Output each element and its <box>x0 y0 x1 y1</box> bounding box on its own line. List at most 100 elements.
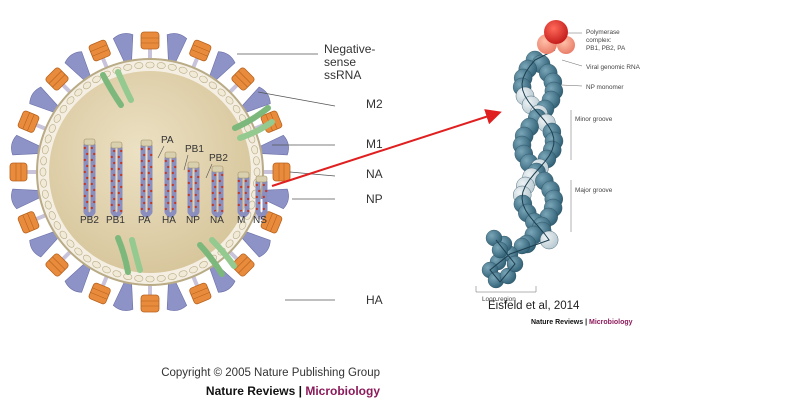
rna-dot <box>164 195 167 199</box>
polymerase-cap <box>237 171 250 179</box>
segment-label: PB2 <box>80 215 99 226</box>
rnp-helix-model <box>481 49 564 289</box>
journal-logo-left: Nature Reviews | Microbiology <box>206 384 380 398</box>
rna-dot <box>218 203 221 207</box>
m2-channel-bottom-left <box>115 235 143 275</box>
rna-dot <box>113 185 116 189</box>
rna-dot <box>120 161 123 165</box>
ha-head <box>140 31 160 50</box>
ha-stripe <box>48 260 62 274</box>
journal-name: Nature Reviews <box>205 384 296 398</box>
rna-dot <box>117 203 121 207</box>
rna-dot <box>247 197 250 201</box>
rna-dot <box>117 179 121 183</box>
rna-dot <box>120 185 123 189</box>
rna-dot <box>244 203 247 207</box>
envelope-lipid-beads <box>39 61 261 283</box>
rna-dot <box>262 207 265 211</box>
rna-dot <box>140 159 143 163</box>
lipid-bead <box>251 145 259 155</box>
rna-dot <box>117 191 121 195</box>
na-head <box>64 261 92 293</box>
rna-dot <box>197 187 200 191</box>
journal-separator: | <box>583 319 589 326</box>
rna-dot <box>110 191 114 195</box>
ha-spike <box>88 272 111 305</box>
rna-dot <box>140 171 143 175</box>
rna-dot <box>255 183 258 187</box>
rna-dot <box>140 207 143 211</box>
pb1-leader <box>183 154 189 171</box>
na-spike <box>112 278 134 311</box>
rnp-leader-lines <box>475 32 583 293</box>
rna-dot <box>147 147 150 151</box>
rna-dot <box>174 177 177 181</box>
negative-sense-label-3: ssRNA <box>324 68 361 82</box>
rna-dot <box>194 169 197 173</box>
ha-stripe <box>90 44 108 52</box>
na-head <box>166 33 188 66</box>
rna-dot <box>218 191 221 195</box>
rna-dot <box>147 171 150 175</box>
lipid-bead <box>199 75 208 83</box>
segment-labels: PB2 PB1 PA HA NP NA M NS <box>80 215 267 226</box>
rnp-loop <box>83 210 96 218</box>
rna-dot <box>147 159 150 163</box>
lipid-bead <box>134 62 144 69</box>
polymerase-cap <box>140 139 153 147</box>
rna-dot <box>143 201 146 205</box>
rna-dot <box>190 175 193 179</box>
rna-dot <box>120 173 123 177</box>
copyright-notice: Copyright © 2005 Nature Publishing Group <box>161 367 380 379</box>
rnp-strand <box>83 138 96 218</box>
rna-dot <box>187 205 190 209</box>
rna-dot <box>255 207 258 211</box>
ha-spike <box>9 162 40 182</box>
lipid-bead <box>239 221 247 230</box>
rna-dot <box>150 189 153 193</box>
rna-dot <box>143 177 146 181</box>
na-head <box>112 278 134 311</box>
rna-dot <box>221 185 224 189</box>
lipid-bead <box>74 88 83 97</box>
na-head <box>166 278 188 311</box>
lipid-bead <box>74 247 83 256</box>
rna-dot <box>86 200 89 204</box>
rna-dot <box>83 206 87 210</box>
ha-stripe <box>22 214 30 232</box>
ha-stripe <box>270 214 278 232</box>
rnp-strand <box>187 161 200 218</box>
lipid-bead <box>48 124 56 133</box>
rna-dot <box>218 179 221 183</box>
lipid-bead <box>53 114 61 123</box>
rnp-strand <box>255 175 268 218</box>
rna-dot <box>120 149 123 153</box>
lipid-bead <box>66 96 75 105</box>
rna-dot <box>240 185 243 189</box>
m2-label: M2 <box>366 97 383 111</box>
lipid-bead <box>178 270 188 278</box>
pb2-label: PB2 <box>209 153 228 164</box>
rna-dot <box>187 181 190 185</box>
rna-dot <box>110 203 114 207</box>
rna-dot <box>113 161 116 165</box>
np-bead <box>513 237 531 255</box>
rna-dot <box>262 195 265 199</box>
lipid-bead <box>82 254 92 263</box>
ha-spike <box>140 31 160 62</box>
virion-leader-lines <box>237 53 336 301</box>
viral-rna-label: Viral genomic RNA <box>586 64 641 71</box>
lipid-bead <box>253 156 260 166</box>
rnp-strand <box>110 141 123 218</box>
na-head <box>112 33 134 66</box>
rna-dot <box>140 147 143 151</box>
rna-dot <box>117 155 121 159</box>
ha-head <box>9 162 28 182</box>
na-spike <box>239 230 271 258</box>
ha-stripe <box>27 212 35 230</box>
polymerase-cap <box>164 151 177 159</box>
lipid-bead <box>39 167 47 177</box>
rna-dot <box>164 207 167 211</box>
rna-dot <box>147 207 150 211</box>
rna-dot <box>211 191 214 195</box>
